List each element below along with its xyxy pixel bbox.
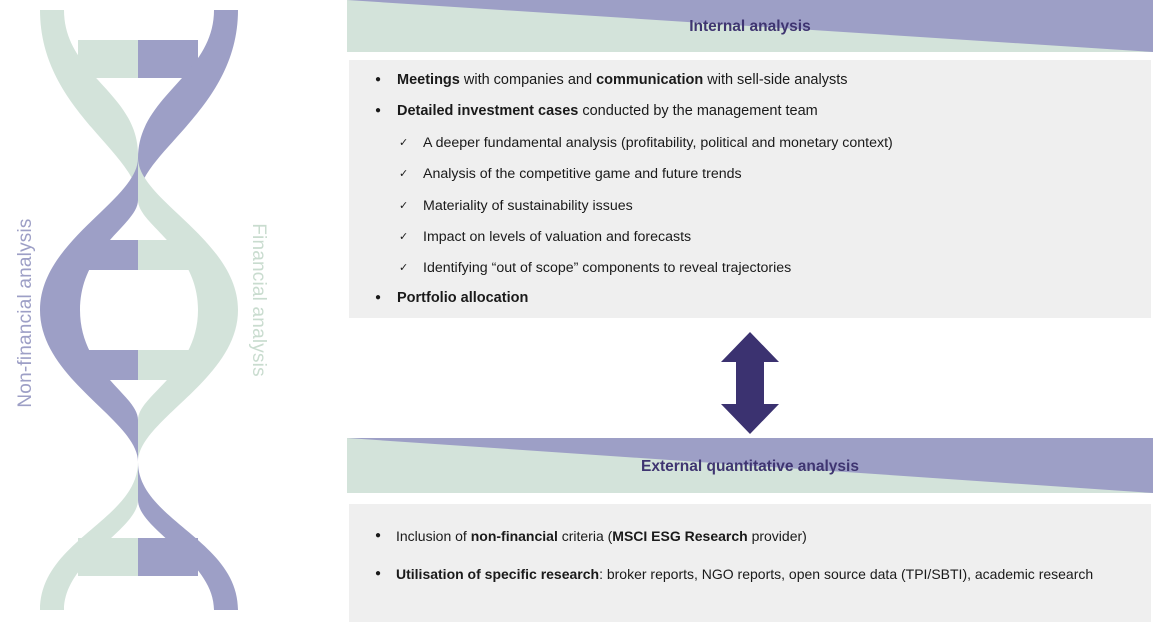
helix-strand-purple-2 [40,158,138,462]
check-item-out-of-scope: Identifying “out of scope” components to… [399,259,791,277]
external-analysis-panel: Inclusion of non-financial criteria (MSC… [349,504,1151,622]
financial-analysis-label: Financial analysis [248,223,269,377]
list-item-meetings: Meetings with companies and communicatio… [375,71,847,89]
helix-strand-green-2 [138,158,238,462]
external-banner-bg [347,438,1153,493]
external-analysis-banner: External quantitative analysis [347,438,1153,493]
list-item-portfolio-allocation: Portfolio allocation [375,289,528,307]
helix-strand-green-1 [40,10,138,200]
check-item-fundamental: A deeper fundamental analysis (profitabi… [399,134,893,152]
internal-analysis-panel: Meetings with companies and communicatio… [349,60,1151,318]
internal-analysis-banner: Internal analysis [347,0,1153,52]
helix-lower-strands [40,10,138,610]
list-item-investment-cases: Detailed investment cases conducted by t… [375,102,818,120]
helix-upper-strands [138,10,238,610]
check-item-competitive: Analysis of the competitive game and fut… [399,165,742,183]
double-vertical-arrow-icon [721,332,779,434]
list-item-non-financial-criteria: Inclusion of non-financial criteria (MSC… [375,527,1146,545]
external-analysis-title: External quantitative analysis [641,458,859,475]
internal-banner-bg [347,0,1153,52]
check-item-materiality: Materiality of sustainability issues [399,197,633,215]
check-item-valuation: Impact on levels of valuation and foreca… [399,228,691,246]
non-financial-analysis-label: Non-financial analysis [15,218,36,408]
helix-strand-purple-3 [138,462,238,610]
list-item-specific-research: Utilisation of specific research: broker… [375,565,1146,583]
helix-strand-green-3 [40,462,138,610]
helix-strand-purple-1 [138,10,238,200]
dna-helix-graphic [40,10,238,610]
internal-analysis-title: Internal analysis [689,18,811,35]
